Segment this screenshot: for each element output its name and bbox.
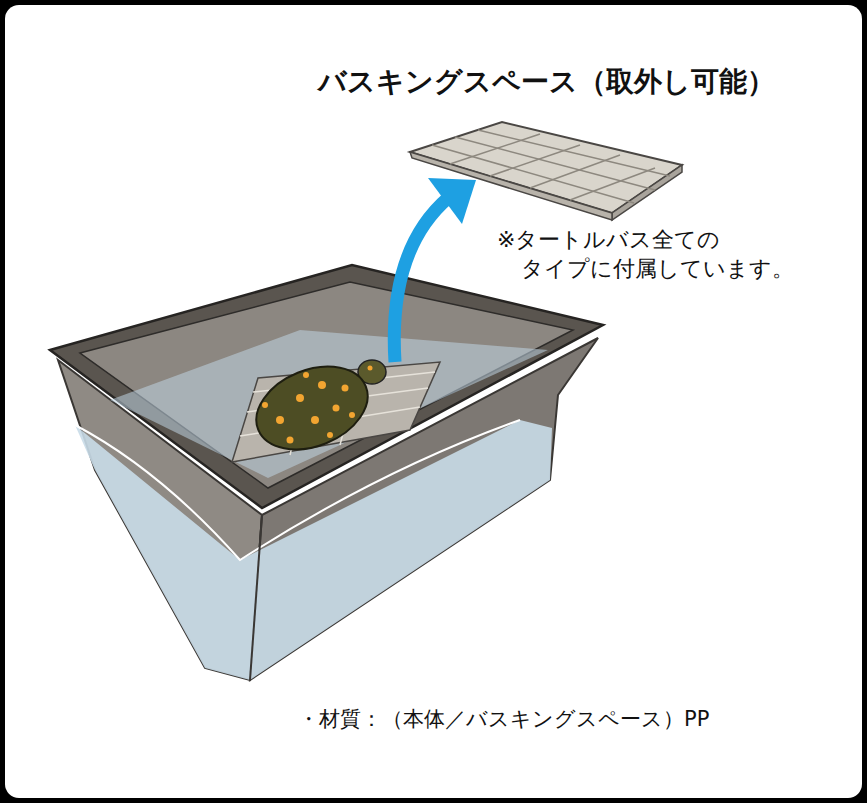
material-note: ・材質：（本体／バスキングスペース）PP [298,706,858,733]
part-heading: バスキングスペース（取外し可能） [318,64,858,100]
turtle-tub [50,265,603,680]
lift-arrow [394,178,476,362]
turtle [244,351,386,465]
note-text: ※タートルバス全ての タイプに付属しています。 [497,226,827,283]
